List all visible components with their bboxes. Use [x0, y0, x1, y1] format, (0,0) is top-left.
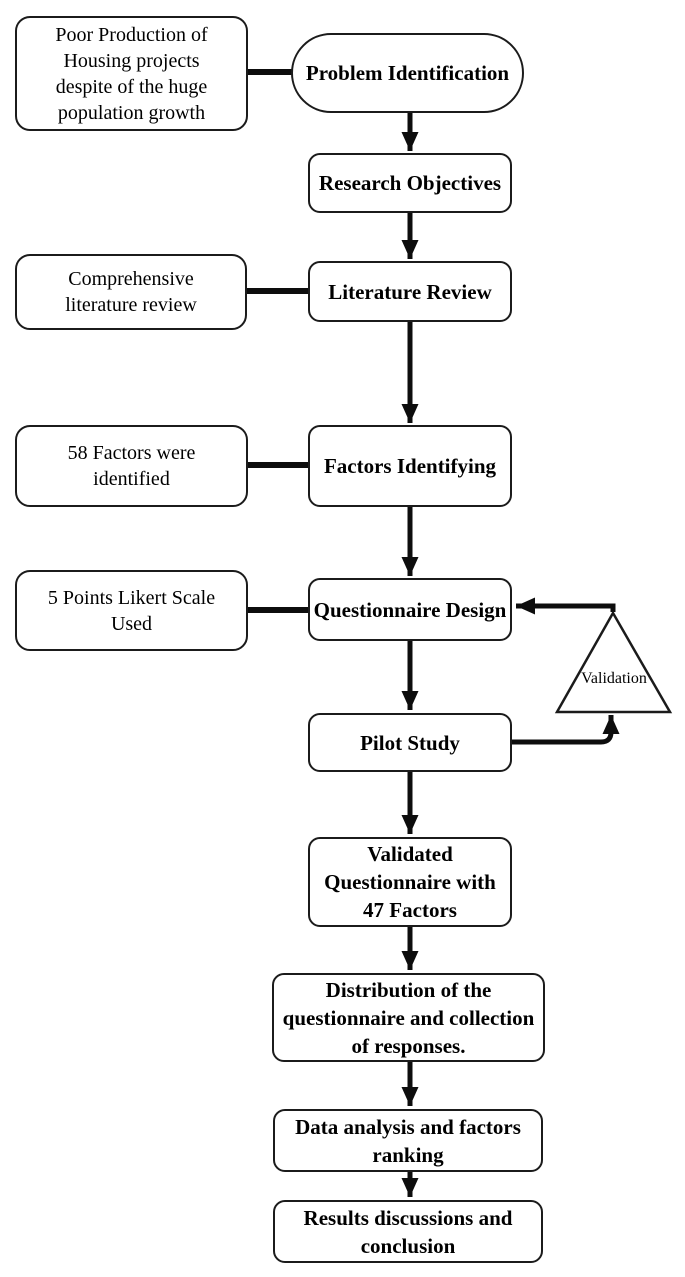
node-results: Results discussions and conclusion — [273, 1200, 543, 1263]
node-label: Pilot Study — [360, 730, 460, 755]
node-factors-identifying: Factors Identifying — [308, 425, 512, 507]
node-questionnaire-design: Questionnaire Design — [308, 578, 512, 641]
node-label: Validation — [581, 670, 647, 687]
node-label: Questionnaire with — [324, 870, 496, 894]
node-label: Literature Review — [328, 279, 492, 304]
node-label: Factors Identifying — [323, 454, 497, 478]
node-research-objectives: Research Objectives — [308, 153, 512, 213]
edge-validation-to-questionnaire-arrow — [516, 597, 616, 615]
node-label: Results discussions and — [303, 1205, 513, 1230]
note-likert: 5 Points Likert Scale Used — [15, 570, 248, 651]
node-label: ranking — [372, 1142, 444, 1167]
node-validated-questionnaire: Validated Questionnaire with 47 Factors — [308, 837, 512, 927]
note-literature-line: Comprehensive — [68, 268, 194, 290]
note-likert-line: Used — [110, 612, 153, 635]
note-factors: 58 Factors were identified — [15, 425, 248, 507]
note-problem-line: Housing projects — [63, 49, 200, 72]
edge-pilot-to-validation-arrow — [512, 715, 620, 745]
note-problem-line: population growth — [57, 101, 206, 124]
note-problem-line: despite of the huge — [55, 75, 208, 98]
node-problem-identification: Problem Identification — [291, 33, 524, 113]
validation-triangle — [554, 610, 673, 714]
note-factors-line: identified — [93, 468, 170, 490]
note-literature: Comprehensive literature review — [15, 254, 247, 330]
note-problem-line: Poor Production of — [55, 23, 208, 46]
node-label: Validated — [367, 842, 453, 866]
note-factors-line: 58 Factors were — [67, 442, 196, 464]
node-label: conclusion — [360, 1233, 456, 1258]
node-data-analysis: Data analysis and factors ranking — [273, 1109, 543, 1172]
node-label: Questionnaire Design — [313, 597, 507, 622]
note-problem: Poor Production of Housing projects desp… — [15, 16, 248, 131]
node-label: Research Objectives — [318, 171, 502, 195]
node-label: Data analysis and factors — [295, 1114, 521, 1139]
node-label: of responses. — [351, 1033, 466, 1058]
node-label: 47 Factors — [363, 898, 457, 922]
note-likert-line: 5 Points Likert Scale — [47, 586, 216, 609]
node-literature-review: Literature Review — [308, 261, 512, 322]
node-validation-label: Validation — [560, 668, 668, 690]
node-label: questionnaire and collection — [282, 1005, 535, 1030]
node-label: Distribution of the — [325, 977, 492, 1002]
note-literature-line: literature review — [65, 294, 197, 316]
node-label: Problem Identification — [305, 61, 510, 85]
node-distribution: Distribution of the questionnaire and co… — [272, 973, 545, 1062]
node-pilot-study: Pilot Study — [308, 713, 512, 772]
